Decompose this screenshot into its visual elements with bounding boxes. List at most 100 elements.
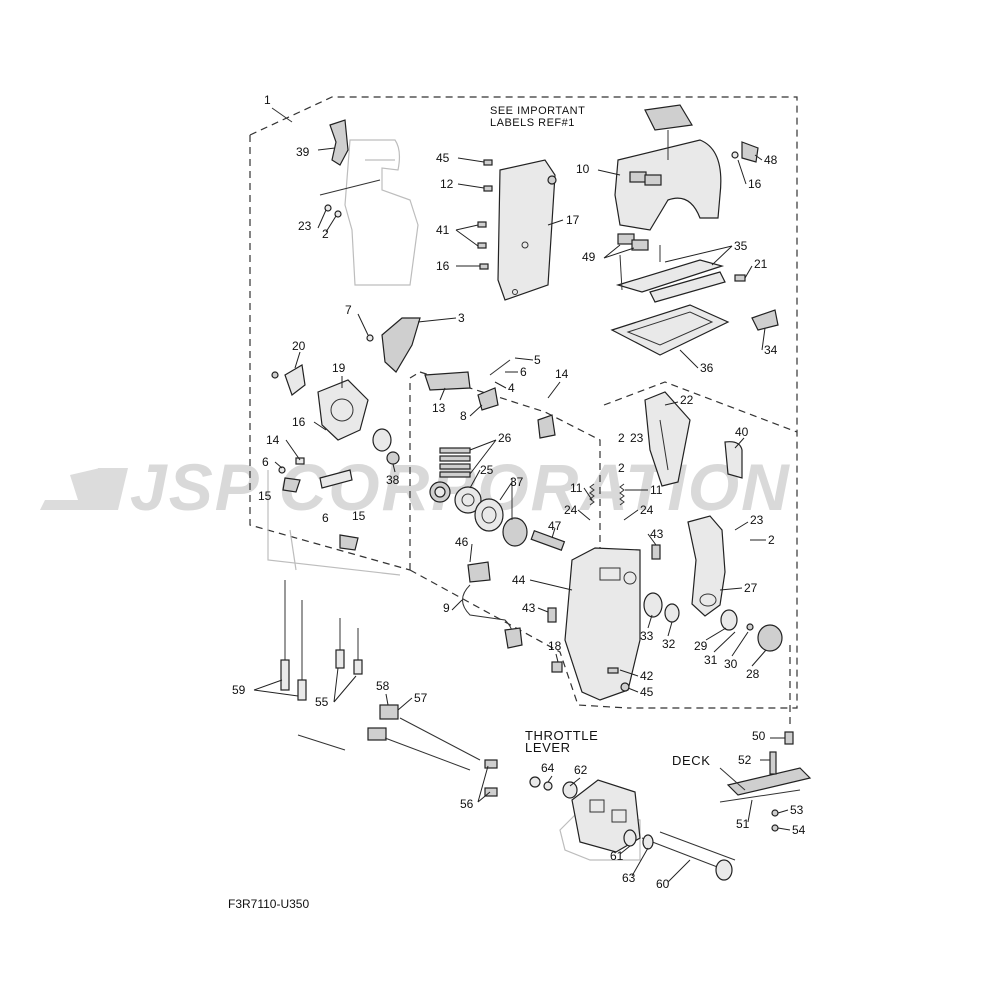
- callout-22: 22: [680, 393, 694, 407]
- important-label: [644, 104, 693, 131]
- part-main-body: [564, 547, 641, 701]
- callout-39: 39: [296, 145, 310, 159]
- callout-58: 58: [376, 679, 390, 693]
- callout-33: 33: [640, 629, 654, 643]
- callout-50: 50: [752, 729, 766, 743]
- part-10-cover: [614, 139, 722, 231]
- callout-41: 41: [436, 223, 450, 237]
- part-40-cap: [724, 441, 743, 479]
- callout-53: 53: [790, 803, 804, 817]
- callout-18: 18: [548, 639, 562, 653]
- callout-6: 6: [520, 365, 527, 379]
- callout-16: 16: [748, 177, 762, 191]
- notes: SEE IMPORTANT LABELS REF#1 THROTTLE LEVE…: [228, 105, 710, 911]
- callout-5: 5: [534, 353, 541, 367]
- callout-62: 62: [574, 763, 588, 777]
- callout-12: 12: [440, 177, 454, 191]
- part-47-shaft: [530, 529, 566, 551]
- callout-10: 10: [576, 162, 590, 176]
- callout-26: 26: [498, 431, 512, 445]
- part-26-springs: [439, 447, 471, 478]
- callout-1: 1: [264, 93, 271, 107]
- callout-27: 27: [744, 581, 758, 595]
- callout-2: 2: [322, 227, 329, 241]
- part-19-housing: [317, 379, 369, 441]
- callout-47: 47: [548, 519, 562, 533]
- callout-11: 11: [650, 483, 663, 497]
- callout-23: 23: [750, 513, 764, 527]
- callout-14: 14: [266, 433, 280, 447]
- callout-63: 63: [622, 871, 636, 885]
- callout-51: 51: [736, 817, 750, 831]
- part-13-link: [424, 371, 471, 391]
- callout-64: 64: [541, 761, 555, 775]
- callout-34: 34: [764, 343, 778, 357]
- part-27-lever: [687, 515, 726, 617]
- callout-40: 40: [735, 425, 749, 439]
- leader-lines: [253, 154, 791, 883]
- part-39-clip: [329, 119, 349, 166]
- callout-labels: 1 39 23 2 45 12 41 16 17 10 48 16 49 35 …: [232, 93, 806, 891]
- callout-57: 57: [414, 691, 428, 705]
- callout-49: 49: [582, 250, 596, 264]
- callout-45: 45: [640, 685, 654, 699]
- callout-43: 43: [522, 601, 536, 615]
- ghost-outlines: [267, 139, 641, 861]
- callout-2: 2: [768, 533, 775, 547]
- callout-9: 9: [443, 601, 450, 615]
- callout-37: 37: [510, 475, 524, 489]
- callout-3: 3: [458, 311, 465, 325]
- cables-59-55: [280, 580, 363, 701]
- callout-56: 56: [460, 797, 474, 811]
- callout-43: 43: [650, 527, 664, 541]
- part-22-plate: [644, 391, 691, 487]
- part-51-deck-plate: [726, 767, 812, 796]
- callout-35: 35: [734, 239, 748, 253]
- drawing-code: F3R7110-U350: [228, 897, 309, 911]
- callout-29: 29: [694, 639, 708, 653]
- labels-note-line1: SEE IMPORTANT: [490, 105, 585, 117]
- part-28-knob: [757, 624, 783, 652]
- labels-note-line2: LABELS REF#1: [490, 117, 575, 129]
- callout-44: 44: [512, 573, 526, 587]
- callout-20: 20: [292, 339, 306, 353]
- callout-24: 24: [564, 503, 578, 517]
- callout-16: 16: [292, 415, 306, 429]
- parts: [271, 104, 812, 881]
- part-throttle-body: [571, 779, 641, 853]
- callout-25: 25: [480, 463, 494, 477]
- callout-52: 52: [738, 753, 752, 767]
- callout-32: 32: [662, 637, 676, 651]
- throttle-note-line2: LEVER: [525, 740, 571, 755]
- callout-28: 28: [746, 667, 760, 681]
- callout-46: 46: [455, 535, 469, 549]
- callout-6: 6: [262, 455, 269, 469]
- callout-36: 36: [700, 361, 714, 375]
- callout-2: 2: [618, 431, 625, 445]
- part-36-gasket: [610, 304, 730, 356]
- callout-48: 48: [764, 153, 778, 167]
- callout-60: 60: [656, 877, 670, 891]
- callout-4: 4: [508, 381, 515, 395]
- callout-31: 31: [704, 653, 718, 667]
- callout-61: 61: [610, 849, 624, 863]
- callout-16: 16: [436, 259, 450, 273]
- callout-7: 7: [345, 303, 352, 317]
- part-20-plate: [284, 364, 306, 396]
- callout-2: 2: [618, 461, 625, 475]
- callout-59: 59: [232, 683, 246, 697]
- callout-19: 19: [332, 361, 346, 375]
- callout-11: 11: [570, 481, 583, 495]
- part-3-lever: [381, 317, 421, 373]
- callout-23: 23: [298, 219, 312, 233]
- callout-17: 17: [566, 213, 580, 227]
- assembly-boundary: [249, 96, 798, 709]
- callout-14: 14: [555, 367, 569, 381]
- callout-6: 6: [322, 511, 329, 525]
- throttle-note-line1: THROTTLE: [525, 728, 598, 743]
- callout-15: 15: [258, 489, 272, 503]
- part-48-knob: [741, 141, 759, 163]
- part-37-washer: [474, 498, 504, 532]
- part-38-nut: [386, 451, 400, 465]
